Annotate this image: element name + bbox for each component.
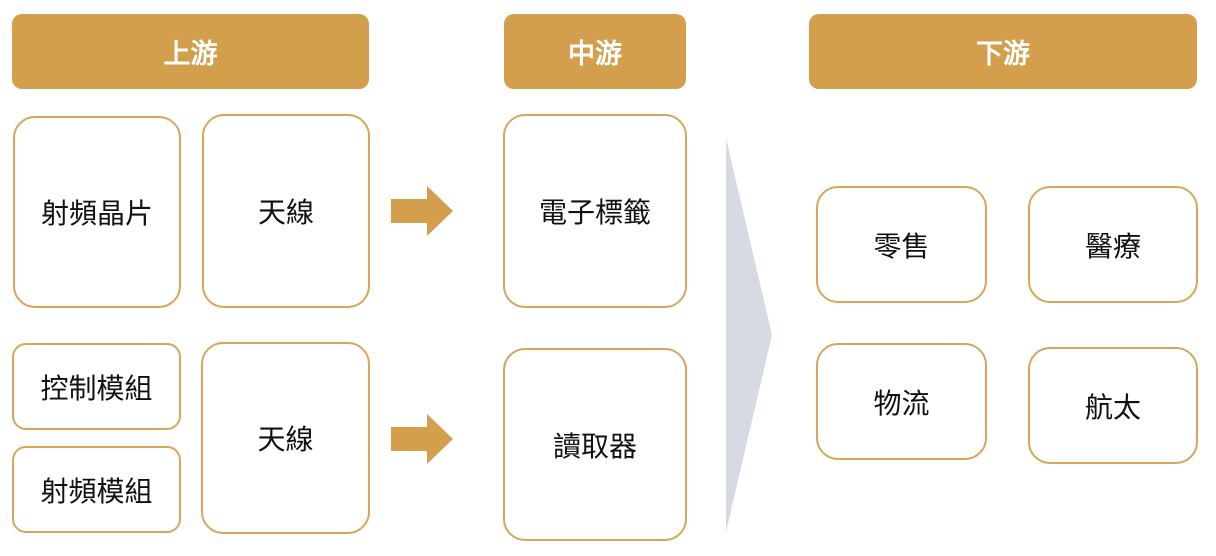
header-upstream: 上游 xyxy=(12,14,369,89)
upstream-rf-chip-box: 射頻晶片 xyxy=(13,116,181,308)
chevron-shape xyxy=(726,138,772,532)
upstream-control-module-box: 控制模組 xyxy=(12,343,181,430)
flow-arrow-top xyxy=(391,186,453,236)
flow-arrow-bottom xyxy=(391,414,453,464)
downstream-retail-box: 零售 xyxy=(816,186,987,303)
downstream-chevron xyxy=(726,138,772,532)
midstream-tag-box: 電子標籤 xyxy=(503,114,687,308)
header-downstream: 下游 xyxy=(809,14,1197,89)
upstream-antenna-box-2: 天線 xyxy=(201,342,370,534)
downstream-aerospace-box: 航太 xyxy=(1028,347,1198,464)
upstream-rf-module-box: 射頻模組 xyxy=(12,446,181,533)
upstream-antenna-box-1: 天線 xyxy=(202,114,370,308)
downstream-medical-box: 醫療 xyxy=(1028,186,1198,303)
downstream-logistics-box: 物流 xyxy=(816,343,987,460)
arrow-shape-top xyxy=(391,186,453,236)
header-midstream: 中游 xyxy=(504,14,686,89)
midstream-reader-box: 讀取器 xyxy=(503,348,687,541)
arrow-shape-bottom xyxy=(391,414,453,464)
